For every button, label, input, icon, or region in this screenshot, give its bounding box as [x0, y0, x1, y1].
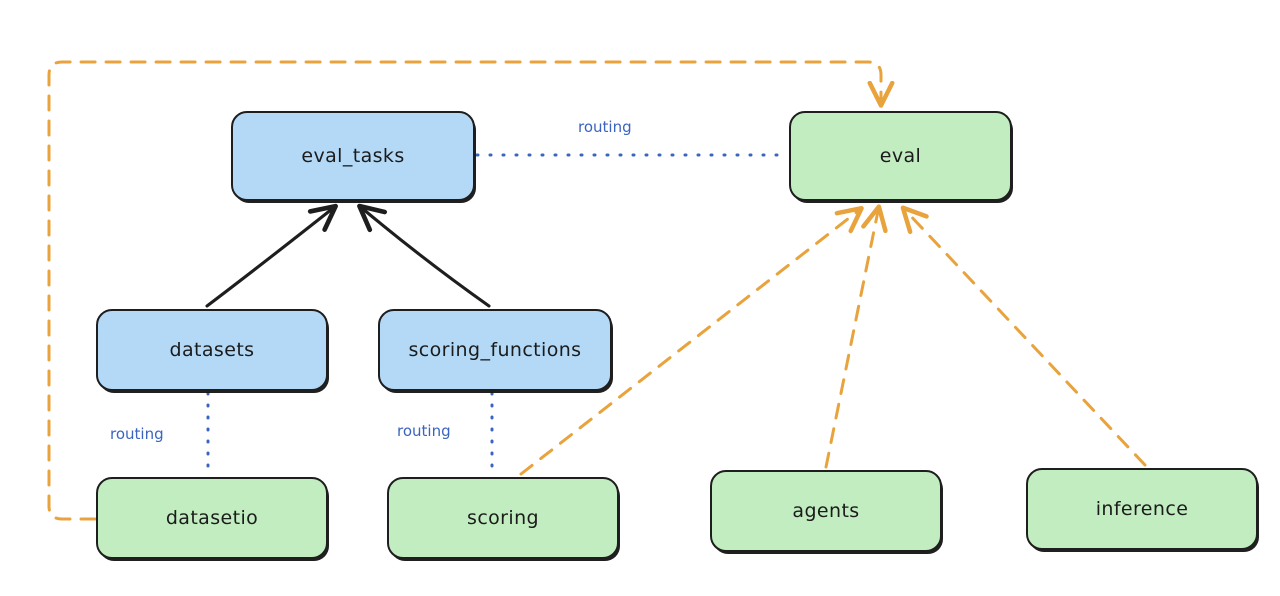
node-label-eval: eval [879, 145, 922, 167]
node-label-eval-tasks: eval_tasks [301, 145, 405, 167]
edge-inference-to-eval [900, 205, 1147, 467]
node-eval[interactable]: eval [789, 111, 1012, 201]
node-scoring[interactable]: scoring [387, 477, 619, 559]
edge-scoring-functions-to-eval-tasks [357, 203, 491, 308]
node-datasetio[interactable]: datasetio [96, 477, 328, 559]
edge-label-routing-datasets: routing [110, 425, 164, 443]
node-label-scoring-functions: scoring_functions [408, 339, 582, 361]
edge-label-routing-scoring: routing [397, 422, 451, 440]
edge-label-routing-eval: routing [578, 118, 632, 136]
node-eval-tasks[interactable]: eval_tasks [231, 111, 475, 201]
node-label-inference: inference [1095, 498, 1189, 520]
edge-agents-to-eval [824, 204, 888, 469]
node-label-agents: agents [792, 500, 860, 522]
edge-datasets-to-eval-tasks [205, 203, 338, 308]
node-scoring-functions[interactable]: scoring_functions [378, 309, 612, 391]
node-label-scoring: scoring [467, 507, 539, 529]
node-agents[interactable]: agents [710, 470, 942, 552]
node-datasets[interactable]: datasets [96, 309, 328, 391]
node-label-datasetio: datasetio [165, 507, 259, 529]
node-inference[interactable]: inference [1026, 468, 1258, 550]
node-label-datasets: datasets [169, 339, 255, 361]
